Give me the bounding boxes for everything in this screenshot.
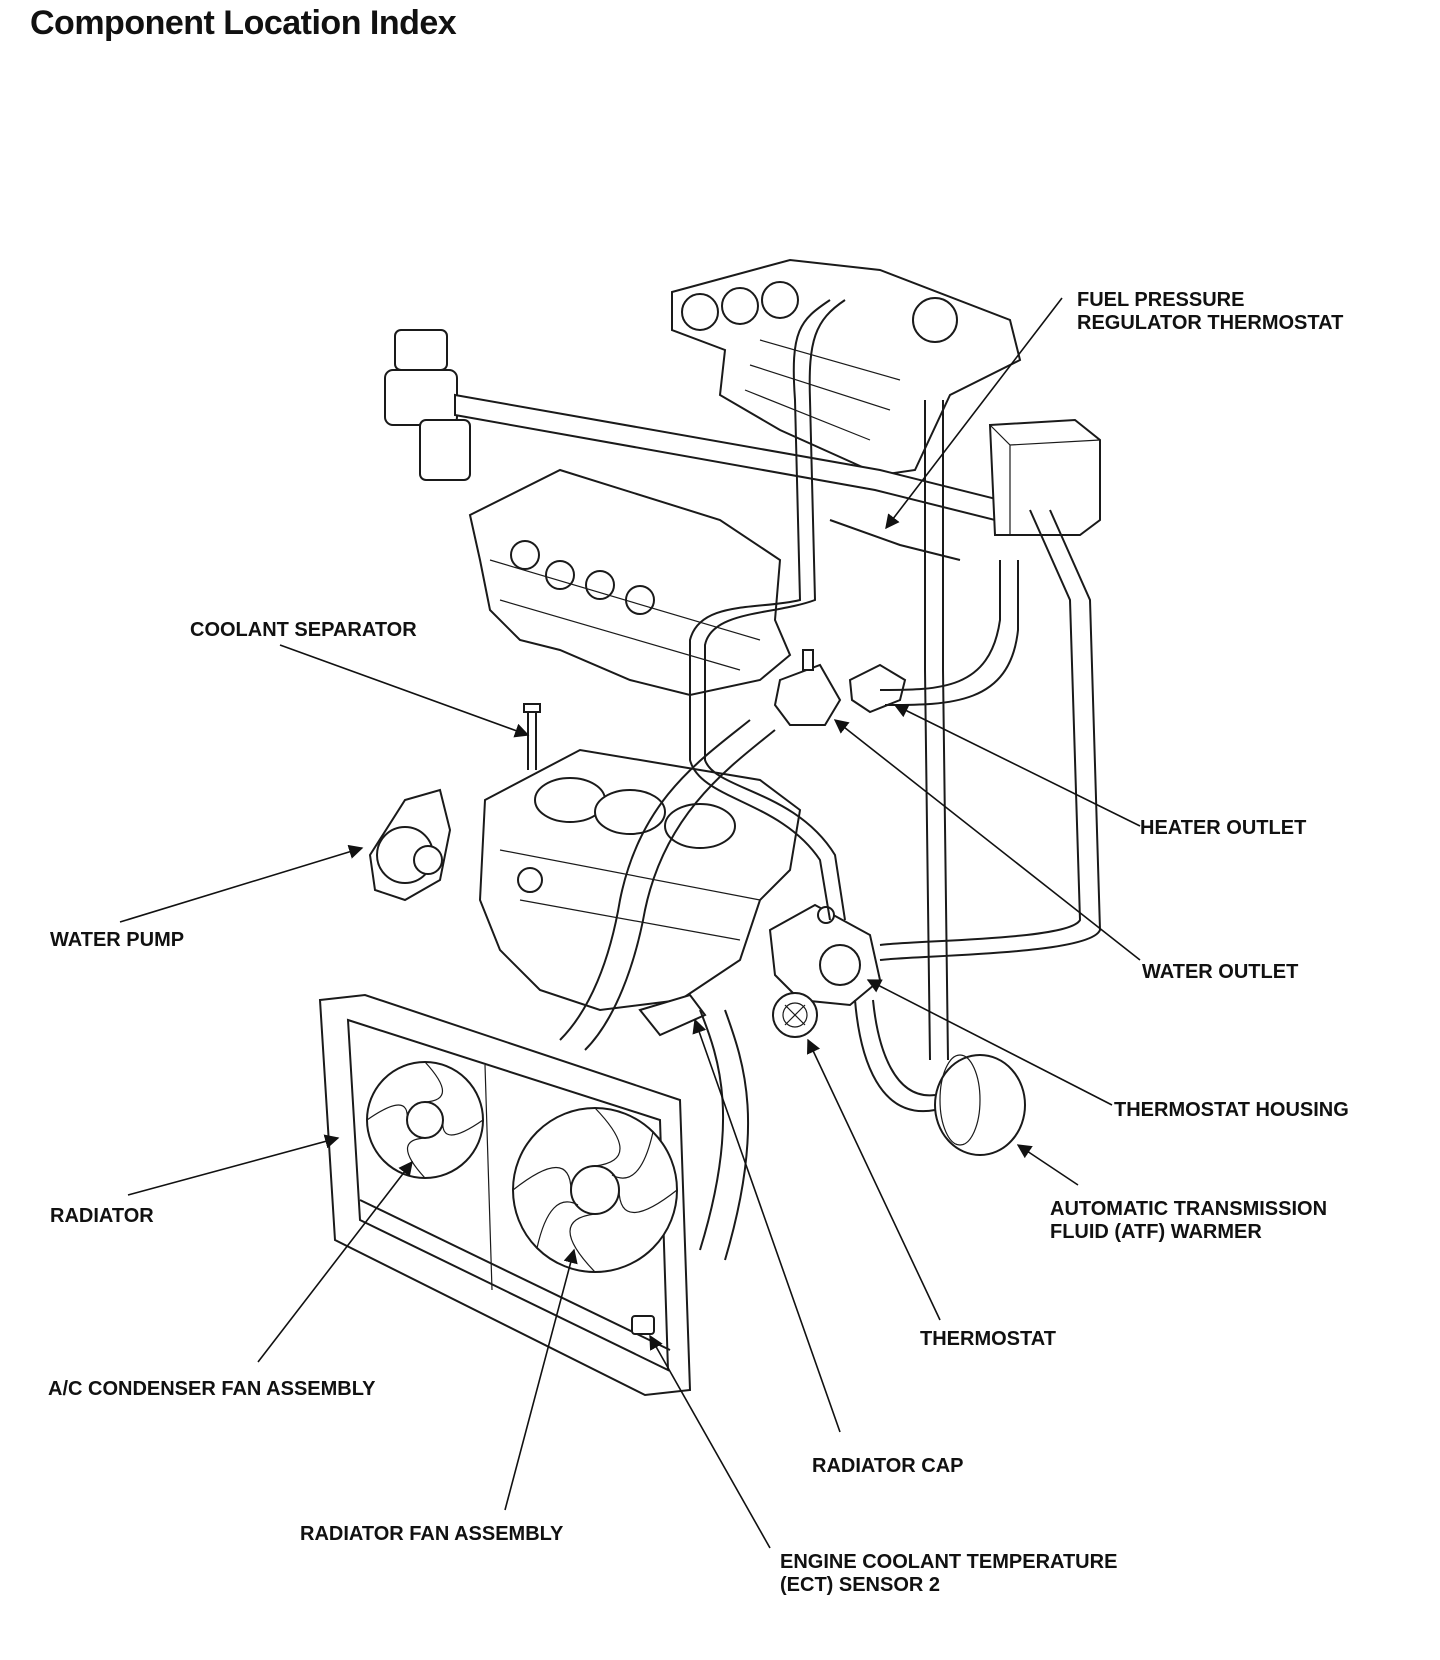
coolant-separator — [523, 703, 541, 770]
leader-ect-sensor-2 — [649, 1334, 771, 1549]
leader-radiator — [127, 1134, 340, 1196]
label-coolant-separator: COOLANT SEPARATOR — [190, 619, 417, 641]
ect-sensor-2 — [631, 1315, 655, 1335]
label-heater-outlet: HEATER OUTLET — [1140, 817, 1306, 839]
label-ect-sensor-2-2: (ECT) SENSOR 2 — [780, 1574, 940, 1596]
leader-thermostat-housing — [866, 979, 1113, 1106]
engine-block — [478, 748, 802, 1012]
label-atf-warmer-2: FLUID (ATF) WARMER — [1050, 1221, 1262, 1243]
ac-condenser-fan — [366, 1061, 484, 1179]
label-radiator-fan-assembly: RADIATOR FAN ASSEMBLY — [300, 1523, 564, 1545]
label-radiator: RADIATOR — [50, 1205, 154, 1227]
leader-atf-warmer — [1016, 1144, 1079, 1186]
page-title: Component Location Index — [30, 4, 457, 42]
label-ac-condenser-fan-assembly: A/C CONDENSER FAN ASSEMBLY — [48, 1378, 376, 1400]
label-atf-warmer-1: AUTOMATIC TRANSMISSION — [1050, 1198, 1327, 1220]
engine-illustration — [318, 258, 1102, 1397]
junction-box — [988, 418, 1101, 536]
label-thermostat-housing: THERMOSTAT HOUSING — [1114, 1099, 1349, 1121]
label-ect-sensor-2-1: ENGINE COOLANT TEMPERATURE — [780, 1551, 1117, 1573]
cylinder-head — [468, 468, 792, 697]
leader-thermostat — [807, 1038, 941, 1321]
leader-water-pump — [119, 844, 364, 923]
thermostat — [772, 992, 818, 1038]
leader-heater-outlet — [893, 704, 1141, 827]
radiator-fan — [512, 1107, 678, 1273]
water-outlet — [773, 649, 842, 726]
coolant-hoses — [559, 299, 1102, 1261]
label-fuel-pressure-regulator-thermostat-2: REGULATOR THERMOSTAT — [1077, 312, 1343, 334]
leader-coolant-separator — [279, 644, 530, 738]
thermostat-housing — [768, 903, 882, 1007]
leader-radiator-cap — [692, 1018, 841, 1433]
heater-outlet — [848, 663, 907, 714]
label-water-pump: WATER PUMP — [50, 929, 184, 951]
leader-lines — [119, 297, 1141, 1549]
leader-ac-condenser-fan-assembly — [257, 1160, 413, 1363]
water-pump — [368, 788, 452, 902]
component-labels: FUEL PRESSURE REGULATOR THERMOSTAT COOLA… — [48, 289, 1349, 1596]
radiator-cap-neck — [638, 993, 707, 1037]
leader-fuel-pressure-regulator-thermostat — [885, 297, 1063, 530]
label-thermostat: THERMOSTAT — [920, 1328, 1056, 1350]
leader-radiator-fan-assembly — [504, 1248, 578, 1511]
atf-warmer — [934, 1054, 1026, 1156]
intake-manifold — [671, 258, 1022, 477]
label-radiator-cap: RADIATOR CAP — [812, 1455, 963, 1477]
label-water-outlet: WATER OUTLET — [1142, 961, 1298, 983]
leader-water-outlet — [833, 719, 1141, 961]
label-fuel-pressure-regulator-thermostat-1: FUEL PRESSURE — [1077, 289, 1244, 311]
